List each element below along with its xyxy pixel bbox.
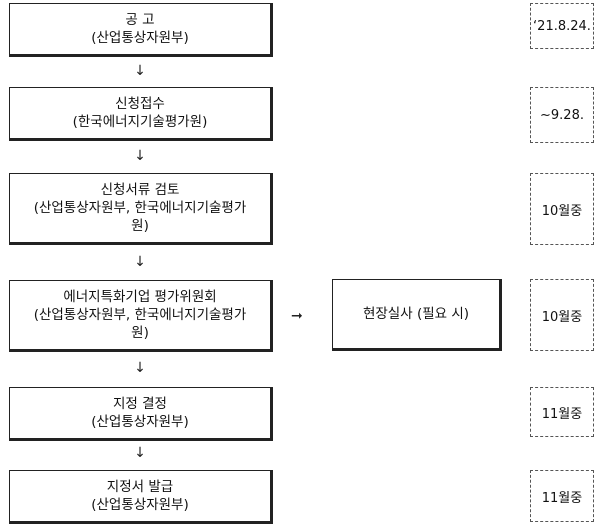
- arrow-down-icon: ↓: [134, 445, 146, 461]
- step-title: 신청서류 검토: [100, 182, 180, 198]
- step-certificate-issuance: 지정서 발급 (산업통상자원부): [9, 470, 273, 524]
- step-agency: (산업통상자원부): [91, 497, 189, 513]
- step-announcement: 공 고 (산업통상자원부): [9, 3, 273, 57]
- step-agency: (산업통상자원부): [91, 414, 189, 430]
- step-date: 11월중: [530, 387, 594, 437]
- step-title: 공 고: [125, 12, 155, 28]
- step-agency-line1: (산업통상자원부, 한국에너지기술평가: [33, 200, 247, 216]
- step-evaluation-committee: 에너지특화기업 평가위원회 (산업통상자원부, 한국에너지기술평가 원): [9, 280, 273, 352]
- arrow-right-icon: ➞: [291, 308, 303, 324]
- step-date: 11월중: [530, 470, 594, 522]
- step-designation-decision: 지정 결정 (산업통상자원부): [9, 387, 273, 441]
- step-date: ‘21.8.24.: [530, 3, 594, 49]
- step-application: 신청접수 (한국에너지기술평가원): [9, 87, 273, 141]
- step-title: 지정서 발급: [106, 479, 174, 495]
- step-date: 10월중: [530, 279, 594, 351]
- step-date: ~9.28.: [530, 87, 594, 143]
- arrow-down-icon: ↓: [134, 63, 146, 79]
- step-agency-line2: 원): [131, 325, 149, 341]
- step-site-inspection: 현장실사 (필요 시): [332, 279, 502, 351]
- step-agency: (산업통상자원부): [91, 30, 189, 46]
- arrow-down-icon: ↓: [134, 148, 146, 164]
- step-agency: (한국에너지기술평가원): [72, 114, 208, 130]
- step-title: 에너지특화기업 평가위원회: [63, 289, 217, 305]
- step-title: 현장실사 (필요 시): [362, 306, 470, 322]
- arrow-down-icon: ↓: [134, 254, 146, 270]
- step-title: 지정 결정: [113, 396, 167, 412]
- step-document-review: 신청서류 검토 (산업통상자원부, 한국에너지기술평가 원): [9, 173, 273, 245]
- arrow-down-icon: ↓: [134, 360, 146, 376]
- step-date: 10월중: [530, 173, 594, 245]
- step-agency-line2: 원): [131, 218, 149, 234]
- step-title: 신청접수: [115, 96, 165, 112]
- step-agency-line1: (산업통상자원부, 한국에너지기술평가: [33, 307, 247, 323]
